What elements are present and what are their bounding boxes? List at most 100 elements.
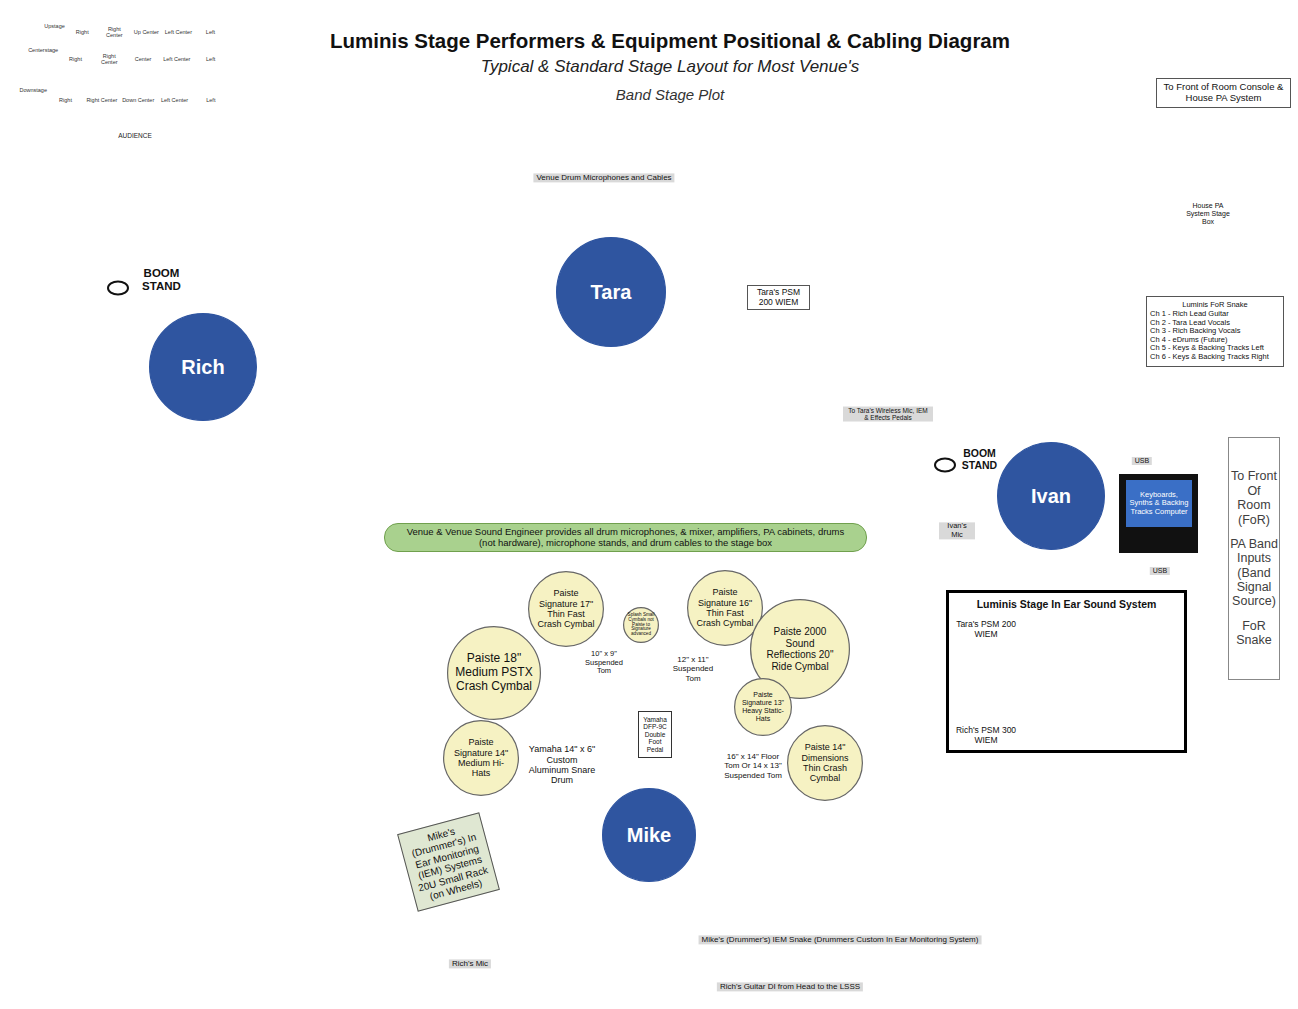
outline [652, 628, 734, 710]
text-body: Paiste Signature 14" Medium Hi-Hats [450, 737, 512, 778]
mic-stand-picture-part [716, 352, 746, 366]
guitar-picture-part [290, 372, 326, 438]
speaker-cabinet-picture [23, 802, 167, 941]
node-text: House PA System Stage Box [1185, 201, 1231, 227]
outline [624, 608, 659, 643]
node-text: Rich [158, 356, 248, 379]
drum-area-part [611, 569, 615, 583]
in-ear-rack-picture-part [1016, 694, 1180, 716]
audience-label: AUDIENCE [118, 132, 152, 139]
cable-label: To Tara's Wireless Mic, IEM & Effects Pe… [843, 407, 933, 422]
amp-head-picture [67, 737, 200, 799]
stage-area-cell: Right Center [85, 96, 118, 102]
amp-head-picture-part [120, 744, 160, 749]
amp-head-picture-part [143, 763, 149, 769]
layout-cables-part [180, 727, 1214, 987]
node-text: To Front Of Room (FoR) [1230, 469, 1278, 527]
pedalboard-picture-part [41, 322, 125, 348]
mic-stand-picture-part [715, 236, 717, 352]
stage-area-cell: Left [194, 96, 227, 102]
cable-label: Mike's (Drummer's) IEM Snake (Drummers C… [699, 935, 982, 944]
cable-connector [1216, 367, 1228, 448]
text-body: To Front of Room Console & House PA Syst… [1160, 82, 1287, 104]
pedalboard-picture-part [78, 327, 82, 331]
outline [688, 571, 763, 646]
keyboard-picture-part [962, 398, 1154, 433]
guitar-picture-part [271, 438, 291, 457]
node-text: Ivan [1006, 485, 1096, 508]
stage-box-picture-part [1253, 233, 1263, 243]
amp-head-picture-part [179, 763, 185, 769]
node-text: Venue & Venue Sound Engineer provides al… [399, 527, 852, 549]
stage-box-picture-part [1267, 191, 1277, 201]
stage-inset-part [63, 45, 228, 46]
text-body: BOOM STAND [106, 267, 185, 293]
node-text: Paiste 14" Dimensions Thin Crash Cymbal [794, 742, 856, 783]
stage-box-picture-part [1239, 233, 1249, 243]
node-text: Ch 2 - Tara Lead Vocals [1150, 319, 1280, 328]
stage-box-picture-part [1253, 205, 1263, 215]
cymbal: Paiste Signature 16" Thin Fast Crash Cym… [687, 570, 763, 646]
guitar-picture-part [322, 356, 340, 378]
snake-label-box: To Front Of Room (FoR)PA Band Inputs (Ba… [1228, 437, 1280, 680]
text-body: Yamaha 14" x 6" Custom Aluminum Snare Dr… [526, 744, 598, 785]
node-text: Paiste Signature 17" Thin Fast Crash Cym… [535, 588, 597, 629]
bodypack-picture [626, 340, 653, 397]
node-text: BOOM STAND [138, 267, 185, 293]
outline [603, 789, 696, 882]
node-text: Rich's PSM 300 WIEM [955, 726, 1017, 746]
stage-area-cell: Right [68, 28, 97, 34]
text-body: Luminis FoR SnakeCh 1 - Rich Lead Guitar… [1150, 301, 1280, 361]
stage-box-picture-part [1267, 247, 1277, 257]
guitar-picture-part [237, 422, 310, 491]
boom-stand: BOOM STAND [930, 442, 1003, 476]
title-box [256, 24, 1084, 113]
cable-connector [1259, 108, 1260, 168]
keyboard-picture-part [956, 376, 1160, 440]
layout-cables-part [45, 770, 66, 802]
in-ear-rack-picture-part [1016, 668, 1180, 690]
text-body: Ivan [1006, 485, 1096, 508]
performer-circle: Tara [556, 237, 666, 347]
wireless-mic-picture-part [752, 212, 776, 284]
node-text: Ch 6 - Keys & Backing Tracks Right [1150, 353, 1280, 362]
stage-ground [8, 166, 1292, 1001]
guitar-picture-part [237, 411, 287, 459]
outline [444, 721, 519, 796]
amp-head-picture-part [155, 763, 161, 769]
in-ear-rack-picture-part [1031, 675, 1039, 683]
node-text: Ch 4 - eDrums (Future) [1150, 336, 1280, 345]
node-text: Splash Small Cymbals not Paiste to Signa… [626, 613, 656, 637]
performer-circle: Ivan [997, 442, 1105, 550]
subtitle: Typical & Standard Stage Layout for Most… [481, 57, 859, 77]
stage-area-cell: Left Center [161, 56, 192, 62]
in-ear-rack-picture-part [1030, 700, 1070, 710]
performer-circle: Rich [149, 313, 257, 421]
foot-pedal: Yamaha DFP-9C Double Foot Pedal [638, 711, 672, 758]
stage-box-picture-part [1239, 219, 1249, 229]
pedalboard-picture-part [105, 339, 111, 345]
text-body: 12" x 11" Suspended Tom [665, 655, 721, 683]
bodypack-picture-part [626, 340, 653, 397]
layout-cables [45, 352, 1214, 987]
node-text: Paiste 2000 Sound Reflections 20" Ride C… [763, 626, 837, 672]
cymbal: Paiste 18" Medium PSTX Crash Cymbal [447, 626, 541, 720]
in-ear-rack-picture-part [1051, 675, 1059, 683]
mic-stand-picture-part [686, 352, 716, 366]
in-ear-rack-picture-part [1016, 720, 1180, 744]
node-text: 10" x 9" Suspended Tom [579, 650, 629, 676]
stage-box-picture-part [1231, 168, 1287, 268]
stage-box-picture-part [1267, 177, 1277, 187]
cymbal: Paiste Signature 17" Thin Fast Crash Cym… [528, 571, 604, 647]
node-text: Tara's PSM 200 WIEM [750, 288, 807, 308]
bodypack-picture-part [634, 344, 636, 356]
node-text: Paiste Signature 14" Medium Hi-Hats [450, 737, 512, 778]
amp-head-picture-part [95, 763, 101, 769]
stage-area-cell: Down Center [122, 96, 155, 102]
amp-head-picture-part [67, 737, 200, 799]
node-text: Mike's (Drummer's) In Ear Monitoring (IE… [401, 818, 495, 905]
text-body: Paiste 2000 Sound Reflections 20" Ride C… [763, 626, 837, 672]
snake-channel-list: Luminis FoR SnakeCh 1 - Rich Lead Guitar… [1146, 296, 1284, 367]
